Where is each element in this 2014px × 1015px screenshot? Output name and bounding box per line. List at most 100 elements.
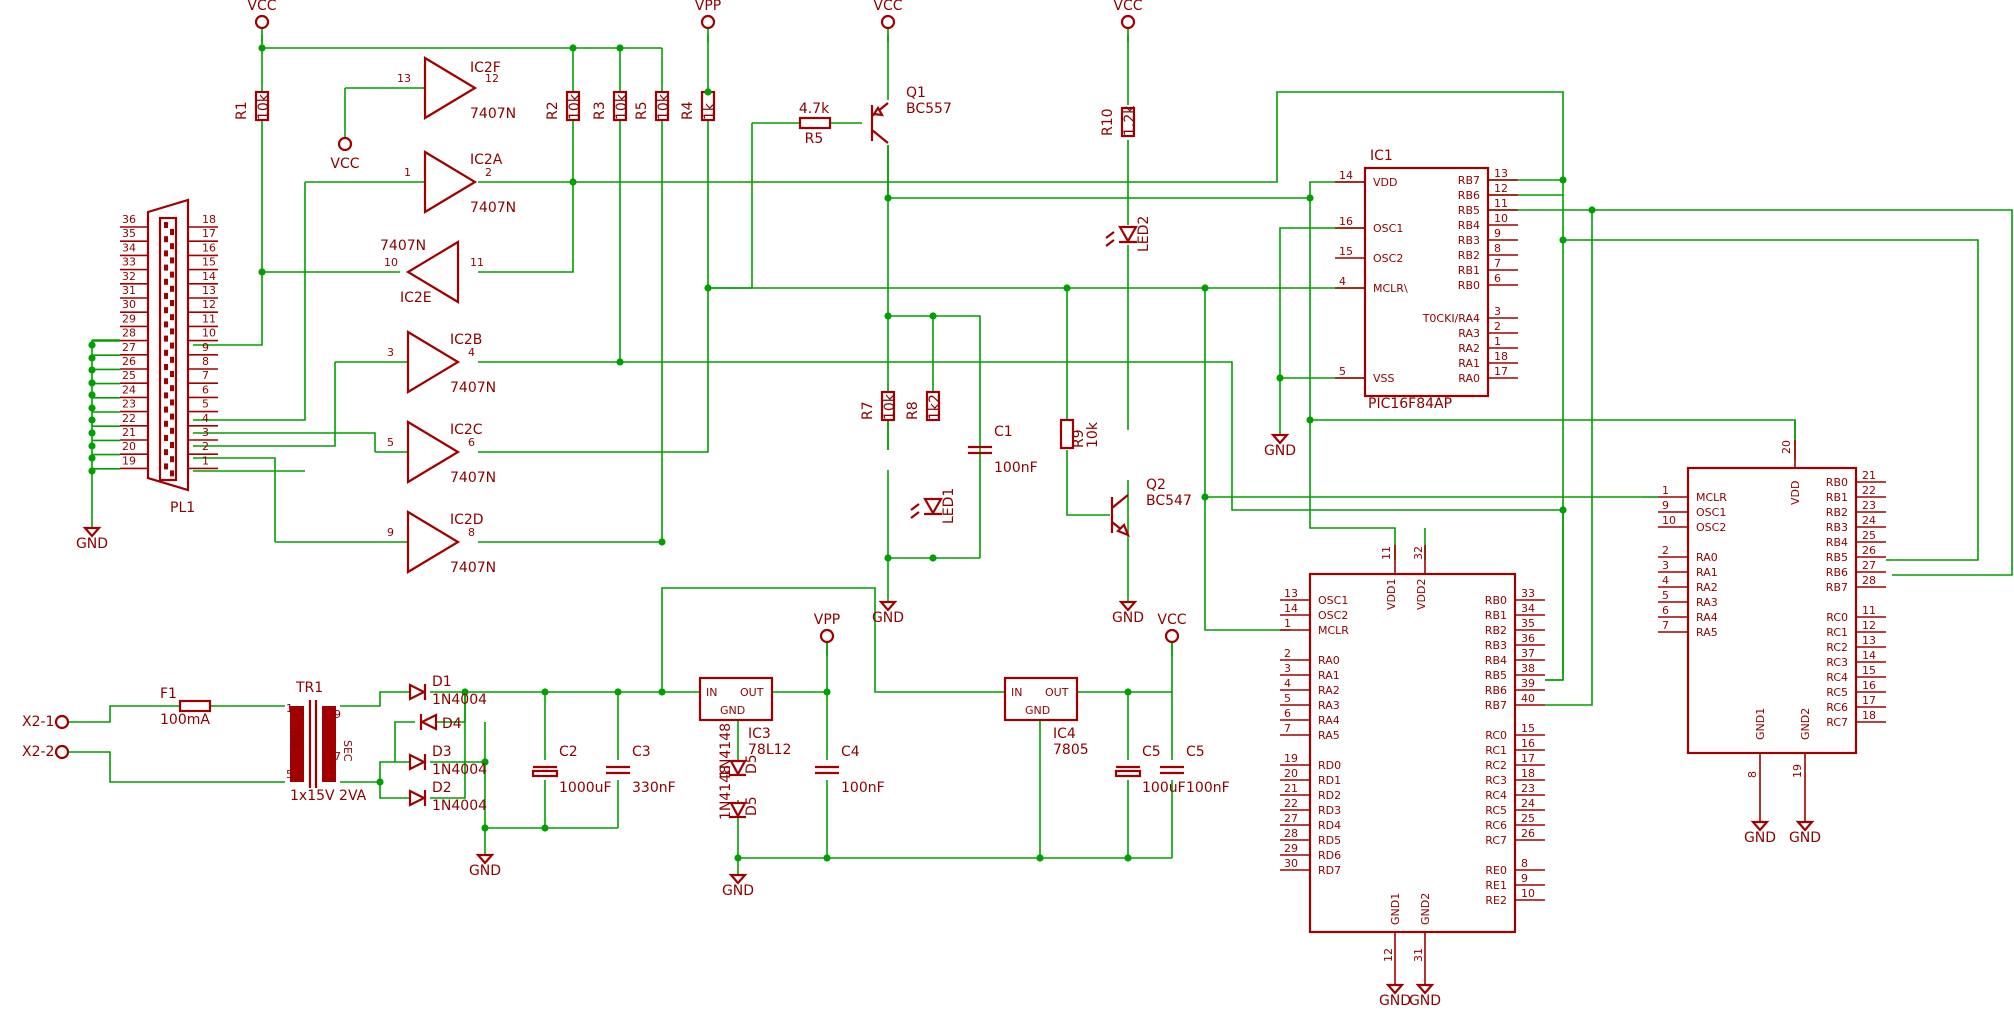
ic-ref: IC1 [1370,148,1393,164]
regulator-out: OUT [740,686,764,699]
junction-dot [1124,688,1132,696]
ic-pin-name: GND2 [1799,708,1812,740]
ic-pin-name: RA1 [1458,357,1480,370]
wire [1563,239,1979,561]
capacitor-ref: C5 [1186,744,1205,760]
junction-dot [823,688,831,696]
capacitor-value: 100uF [1142,780,1186,796]
ic-pin-number: 9 [1494,227,1501,240]
fuse-icon [178,699,212,713]
ic-pin-name: RC0 [1485,729,1507,742]
ground-label: GND [469,863,501,879]
transformer-pin: 7 [334,750,341,763]
transformer-ref: TR1 [295,680,323,696]
regulator-out: OUT [1045,686,1069,699]
regulator-in: IN [1011,686,1022,699]
transistor-value: BC547 [1146,493,1192,509]
ic-pin-number: 40 [1521,692,1535,705]
ic-pin-name: RC6 [1485,819,1507,832]
q2-arrow [1116,523,1130,537]
ic-pin-number: 9 [1521,872,1528,885]
pl1-contact [164,307,168,314]
diode-icon [419,713,438,731]
led-icon [923,497,943,516]
ic-pin-name: RB6 [1485,684,1507,697]
junction-dot [1201,284,1209,292]
junction-dot [258,268,266,276]
fuse-value: 100mA [160,712,210,728]
regulator-body [698,676,774,722]
buffer-triangle-icon [405,240,460,304]
ic-pin-number: 16 [1339,215,1353,228]
pl1-contact [164,406,168,413]
ic-pin-name: RA3 [1458,327,1480,340]
ic-pin-name: RE1 [1485,879,1507,892]
ic-pin-name: RB5 [1826,551,1848,564]
ic-pin-number: 11 [1380,546,1393,560]
ic-pin-number: 27 [1284,812,1298,825]
wire [1310,419,1796,460]
ic-28pin: 1MCLR9OSC110OSC22RA03RA14RA25RA36RA47RA5… [1658,440,1886,822]
ic-pin-name: RA1 [1318,669,1340,682]
resistor-value: 10k [256,93,272,120]
wire [193,432,376,452]
ic-pin-name: RC4 [1826,671,1848,684]
ground-icon [82,526,102,538]
ic-pin-number: 5 [1662,589,1669,602]
junction-dot [929,554,937,562]
diode-icon [729,801,747,819]
buffer-pin: 8 [468,526,475,539]
ic-pin-name: RB4 [1485,654,1507,667]
pl1-contact [170,314,174,321]
junction-dot [376,778,384,786]
pl1-contact [170,470,174,477]
ic-pin-name: OSC1 [1373,222,1403,235]
ground-icon [1118,600,1138,612]
resistor-value: 10k [656,93,672,120]
pl1-pin-number: 23 [122,398,136,411]
pl1-pin-number: 16 [202,241,216,254]
resistor-value: 1.2k [1122,105,1138,136]
buffer-part: 7407N [470,106,516,122]
resistor-icon [1059,418,1075,450]
supply-terminal-icon [819,628,835,644]
cap-plate [1114,769,1142,778]
ic-pin-name: RA4 [1318,714,1340,727]
ic-pin-name: RC7 [1826,716,1848,729]
buffer-pin: 11 [470,256,484,269]
ic-pin-name: T0CKI/RA4 [1422,312,1480,325]
pl1-pin-number: 5 [202,398,209,411]
pl1-pin-number: 2 [202,440,209,453]
ic-pin-number: 30 [1284,857,1298,870]
ic-pin-number: 18 [1494,350,1508,363]
diode-value: 1N4148 [718,723,734,778]
ic-pin-number: 19 [1791,764,1804,778]
pl1-contact [170,271,174,278]
junction-dot [1588,206,1596,214]
ic-pin-name: RC4 [1485,789,1507,802]
junction-dot [884,312,892,320]
pl1-body-icon [146,198,190,492]
ic-pin-number: 1 [1284,617,1291,630]
ic-pin-number: 3 [1662,559,1669,572]
pl1-contact [164,349,168,356]
pl1-contact [164,264,168,271]
ic-pin-name: RB7 [1826,581,1848,594]
buffer-part: 7407N [450,470,496,486]
resistor-ref: R8 [905,401,921,420]
transformer-primary [290,706,304,782]
ic-pin-name: RA0 [1696,551,1718,564]
wire [478,120,574,273]
ic-pin-name: MCLR [1318,624,1349,637]
ic-pin-name: RD7 [1318,864,1341,877]
terminal-icon [54,714,70,730]
diode-ref: D4 [442,716,462,732]
ic-pin-number: 38 [1521,662,1535,675]
ic-pin-name: RA0 [1318,654,1340,667]
stroke [910,503,920,511]
junction-dot [569,178,577,186]
ground-label: GND [1744,830,1776,846]
ic-pin-name: RD1 [1318,774,1341,787]
diode-value: 1N4004 [432,798,487,814]
